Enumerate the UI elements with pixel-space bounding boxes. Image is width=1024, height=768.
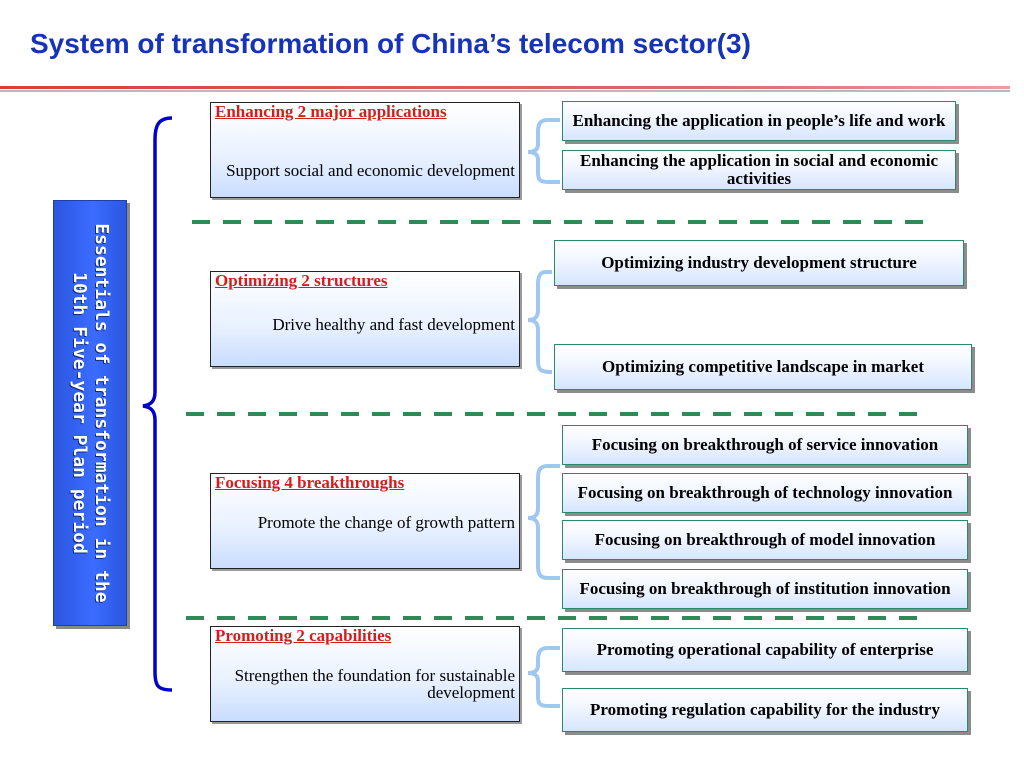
item-label: Focusing on breakthrough of service inno… — [591, 435, 939, 454]
group-description: Promote the change of growth pattern — [257, 513, 515, 532]
item-application-life-work: Enhancing the application in people’s li… — [562, 101, 956, 141]
bracket-group-1 — [527, 118, 560, 184]
item-label: Enhancing the application in social and … — [580, 151, 938, 188]
item-institution-innovation: Focusing on breakthrough of institution … — [562, 569, 968, 609]
group-title: Focusing 4 breakthroughs — [215, 473, 405, 492]
group-title: Promoting 2 capabilities — [215, 626, 392, 645]
bracket-group-4 — [527, 646, 560, 708]
essentials-vertical-label: Essentials of transformation in the 10th… — [53, 200, 127, 626]
item-label: Optimizing industry development structur… — [601, 253, 917, 272]
item-label: Promoting operational capability of ente… — [596, 640, 934, 659]
bracket-group-3 — [527, 464, 560, 580]
item-label: Promoting regulation capability for the … — [590, 700, 940, 719]
page-title: System of transformation of China’s tele… — [30, 28, 751, 59]
item-operational-capability: Promoting operational capability of ente… — [562, 628, 968, 672]
item-label: Enhancing the application in people’s li… — [572, 111, 946, 130]
group-description: Support social and economic development — [226, 161, 515, 180]
group-capabilities: Promoting 2 capabilities Strengthen the … — [210, 626, 520, 722]
group-title: Optimizing 2 structures — [215, 271, 388, 290]
main-brace — [142, 116, 173, 692]
item-industry-structure: Optimizing industry development structur… — [554, 240, 964, 286]
item-label: Focusing on breakthrough of technology i… — [577, 483, 953, 502]
group-breakthroughs: Focusing 4 breakthroughs Promote the cha… — [210, 473, 520, 569]
group-description: Strengthen the foundation for sustainabl… — [234, 666, 515, 702]
item-label: Focusing on breakthrough of model innova… — [594, 530, 936, 549]
group-structures: Optimizing 2 structures Drive healthy an… — [210, 271, 520, 367]
item-competitive-landscape: Optimizing competitive landscape in mark… — [554, 344, 972, 390]
item-technology-innovation: Focusing on breakthrough of technology i… — [562, 473, 968, 513]
item-label: Focusing on breakthrough of institution … — [579, 579, 951, 598]
bracket-group-2 — [527, 270, 553, 374]
title-underline-gray — [0, 90, 1010, 92]
item-model-innovation: Focusing on breakthrough of model innova… — [562, 520, 968, 560]
item-label: Optimizing competitive landscape in mark… — [601, 357, 925, 376]
item-application-social-economic: Enhancing the application in social and … — [562, 150, 956, 190]
title-underline-red — [0, 86, 1010, 89]
group-applications: Enhancing 2 major applications Support s… — [210, 102, 520, 198]
item-service-innovation: Focusing on breakthrough of service inno… — [562, 425, 968, 465]
essentials-vertical-text: Essentials of transformation in the 10th… — [69, 223, 112, 603]
group-description: Drive healthy and fast development — [272, 315, 515, 334]
group-title: Enhancing 2 major applications — [215, 102, 447, 121]
item-regulation-capability: Promoting regulation capability for the … — [562, 688, 968, 732]
